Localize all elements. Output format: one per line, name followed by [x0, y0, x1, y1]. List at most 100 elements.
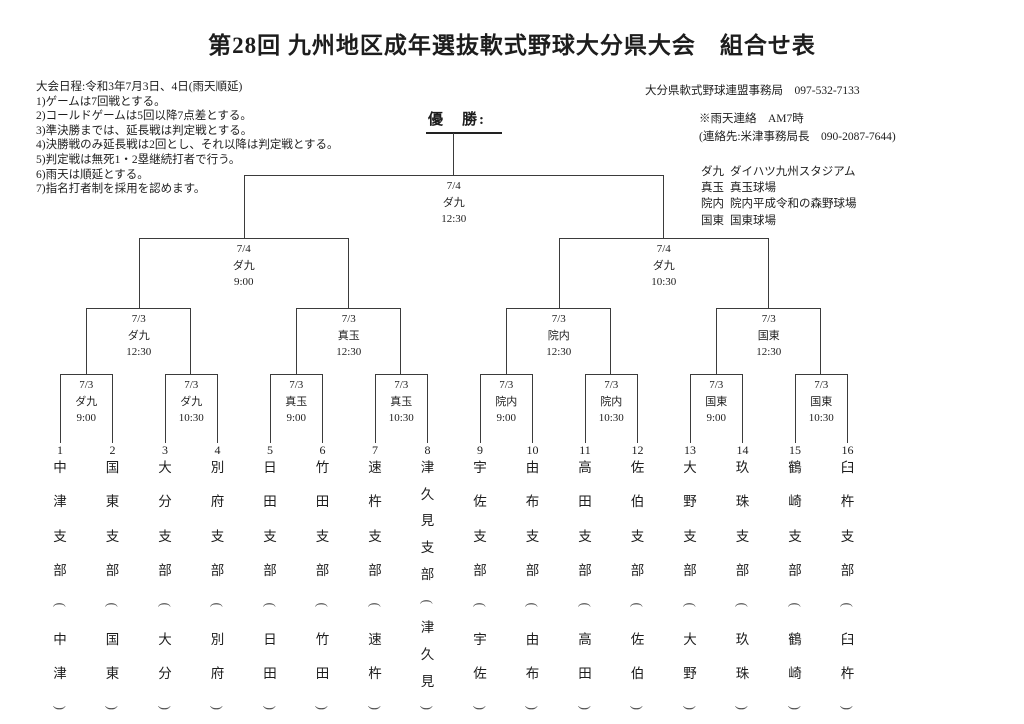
team-name-char: 別 [210, 631, 225, 647]
quarterfinal-match-4-venue: 国東 [757, 329, 780, 342]
round1-match-2-time: 10:30 [178, 412, 204, 424]
team-name-char: 津 [53, 666, 67, 682]
rule-line-4: 4)決勝戦のみ延長戦は2回とし、それ以降は判定戦とする。 [36, 139, 339, 152]
round1-bracket-1 [60, 374, 113, 443]
team-name-char: 支 [840, 528, 855, 544]
round1-match-2-date: 7/3 [184, 379, 199, 391]
round1-match-7-date: 7/3 [709, 379, 724, 391]
team-name-char: 杵 [368, 494, 382, 510]
team-name: 中津支部(中津) [34, 461, 87, 715]
team-number: 3 [162, 443, 168, 457]
team-name-char: 部 [578, 563, 592, 579]
round1-match-8-time: 10:30 [808, 412, 834, 424]
quarterfinal-match-2-date: 7/3 [341, 313, 356, 325]
team-name-char: 佐 [473, 666, 487, 682]
venue-abbr: 真玉 [701, 182, 724, 195]
team-name-char: 支 [420, 540, 435, 556]
team-name-char: 国 [105, 460, 120, 475]
team-name-char: ) [525, 705, 541, 711]
team-name-char: ( [682, 602, 698, 608]
office-contact: 大分県軟式野球連盟事務局 097-532-7133 [645, 85, 860, 97]
round1-match-2-venue: ダ九 [180, 395, 203, 408]
rule-line-5: 5)判定戦は無死1・2塁継続打者で行う。 [36, 153, 241, 166]
team-number: 4 [214, 443, 221, 457]
round1-bracket-3 [270, 374, 323, 443]
team-name-char: 部 [315, 563, 330, 579]
team-name-char: ) [630, 705, 646, 711]
team-name-char: ) [472, 705, 488, 711]
team-number: 12 [631, 443, 644, 457]
team-name-char: ) [315, 705, 331, 711]
venue-abbr: ダ九 [701, 166, 724, 178]
team-name-char: 支 [53, 528, 67, 544]
round1-bracket-8 [795, 374, 848, 443]
semifinal-bracket-2 [558, 238, 769, 308]
semifinal-match-2-date: 7/4 [656, 243, 671, 255]
quarterfinal-match-3-venue: 院内 [547, 329, 570, 342]
round1-match-3-venue: 真玉 [285, 395, 308, 408]
team-name-char: ( [367, 602, 383, 608]
team-name-char: 珠 [735, 666, 750, 682]
tournament-rules: 大会日程:令和3年7月3日、4日(雨天順延) 1)ゲームは7回戦とする。 2)コ… [36, 80, 338, 197]
team-name-char: 部 [420, 566, 435, 582]
team-name-char: 支 [263, 528, 277, 544]
team-name-char: 支 [473, 528, 487, 544]
rule-line-7: 7)指名打者制を採用を認めます。 [36, 183, 206, 196]
team-name-char: 宇 [473, 460, 487, 475]
round1-bracket-2 [165, 374, 218, 443]
rain-contact-note: ※雨天連絡 AM7時 [699, 113, 804, 125]
team-name-char: ) [367, 705, 383, 711]
team-number: 16 [841, 443, 854, 457]
team-name-char: ) [787, 705, 803, 711]
round1-match-5-venue: 院内 [495, 395, 518, 408]
team-name-char: 支 [788, 528, 802, 544]
team-name-char: 崎 [788, 666, 802, 682]
team-number: 2 [109, 443, 116, 457]
team-name-char: 支 [525, 528, 540, 544]
team-name-char: 田 [578, 494, 592, 510]
team-name-char: 杵 [840, 666, 855, 682]
team-name-char: 珠 [735, 494, 750, 510]
venue-legend-row: 国東国東球場 [701, 213, 857, 229]
team-name: 別府支部(別府) [191, 461, 244, 715]
team-name-char: 竹 [315, 460, 330, 475]
round1-bracket-4 [375, 374, 428, 443]
team-name-char: 鶴 [788, 460, 802, 475]
team-name-char: ( [315, 602, 331, 608]
rule-line-3: 3)準決勝までは、延長戦は判定戦とする。 [36, 124, 253, 137]
team-name-char: ) [262, 705, 278, 711]
semifinal-bracket-1 [138, 238, 349, 308]
team-name-char: 見 [420, 673, 435, 689]
team-name-char: 田 [263, 666, 277, 682]
team-number: 10 [526, 443, 539, 457]
team-name-char: 伯 [630, 666, 645, 682]
quarterfinal-match-1-venue: ダ九 [127, 329, 150, 342]
quarterfinal-bracket-1 [86, 308, 192, 374]
round1-match-2: 7/3 ダ九 10:30 [149, 377, 233, 427]
team-name-char: 玖 [735, 460, 750, 475]
round1-match-1-date: 7/3 [79, 379, 94, 391]
team-name-char: 佐 [630, 460, 645, 475]
team-name-char: 支 [368, 528, 382, 544]
team-name-char: ( [420, 599, 436, 604]
team-name-char: 中 [53, 460, 67, 475]
quarterfinal-match-2-venue: 真玉 [337, 329, 360, 342]
team-name-char: 東 [105, 494, 120, 510]
quarterfinal-bracket-4 [716, 308, 822, 374]
team-number: 7 [372, 443, 378, 457]
quarterfinal-bracket-2 [296, 308, 402, 374]
round1-match-4-time: 10:30 [388, 412, 414, 424]
team-number: 5 [267, 443, 273, 457]
team-name-char: 府 [210, 494, 225, 510]
winner-connector-line [453, 133, 455, 175]
team-name-char: ) [682, 705, 698, 711]
team-name-char: 日 [263, 460, 277, 475]
round1-match-1-venue: ダ九 [75, 395, 98, 408]
